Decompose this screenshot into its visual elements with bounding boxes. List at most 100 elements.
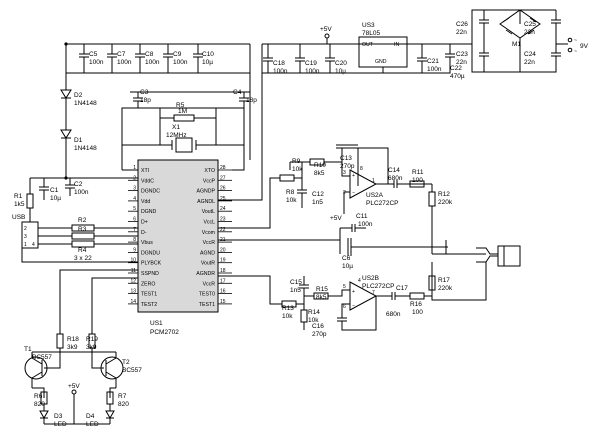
t1-ref: T1 [24,346,32,353]
rectifier-m1: M1 C26 22n C25 22n C23 22n C24 22n ~ ~ 9… [450,9,589,73]
ic-pin-number: 7 [133,227,136,233]
r11-ref: R11 [412,169,424,176]
ic-pin-number: 18 [220,268,226,274]
us2b-pin-minus: 6 [343,304,346,310]
regulator-us3: US3 78L05 OUT IN GND [358,22,408,73]
r9-val: 10k [292,166,303,173]
ic-pin-name: VccL [203,220,215,226]
ic-pin-number: 25 [220,196,226,202]
ic-pin-number: 8 [133,237,136,243]
r13-val: 10k [282,313,293,320]
r9-ref: R9 [292,158,301,165]
ic-pin-number: 17 [220,278,226,284]
ic-pin-name: AGNDP [197,189,216,195]
c1-val: 10µ [50,195,61,202]
ic-right-pins: 28XTO27VccP26AGNDP25AGNDL24VoutL23VccL22… [196,165,232,308]
vcc-down-wire-2 [218,44,263,201]
c11-val: 100n [358,221,373,228]
c21-ref: C21 [427,58,439,65]
m1-label: M1 [512,41,521,48]
ic-pin-name: DGND [141,209,157,215]
c17-ref: C17 [396,285,408,292]
r1-ref: R1 [14,193,23,200]
us3-in: IN [394,42,399,48]
r2-ref: R2 [78,217,87,224]
ic-pin-name: VccP [203,178,216,184]
c4-val: 18p [246,97,257,104]
c9-ref: C9 [173,51,182,58]
r14-ref: R14 [308,309,320,316]
ic-pin-number: 9 [133,247,136,253]
r5-val: 1M [178,108,187,115]
us3-ref: US3 [362,22,375,29]
r7-val: 820 [118,401,129,408]
ic-pin-number: 11 [131,268,136,274]
c9-val: 100n [173,59,188,66]
c16-ref: C16 [312,323,324,330]
ic-pin-number: 13 [130,289,136,295]
supply-top: +5V [320,26,332,44]
cap-c20: C20 10µ [325,44,347,75]
us2b-minus: − [352,303,355,309]
usb-connector: USB 2 3 1 4 R2 R3 R4 3 x 22 [12,214,138,263]
us2a-pin-v: 8 [360,166,363,172]
c7-val: 100n [117,59,132,66]
c23-ref: C23 [456,51,468,58]
ic-pin-name: TEST1 [199,302,215,308]
ic-pin-name: XTI [141,168,149,174]
us1-ref: US1 [150,320,163,327]
c24-val: 22n [524,59,535,66]
c2-ref: C2 [74,181,83,188]
r3-ref: R3 [78,226,87,233]
r19-val: 3k9 [86,344,97,351]
ic-pin-number: 19 [220,258,226,264]
x1-ref: X1 [172,124,180,131]
ic-pin-name: D- [141,230,147,236]
ic-pin-number: 4 [133,196,136,202]
ic-pin-name: DGNDC [141,189,160,195]
ic-pin-number: 10 [130,258,136,264]
ic-pin-number: 27 [220,175,226,181]
ic-pin-name: Vcom [202,230,215,236]
c20-val: 10µ [335,68,346,75]
usb-pin-d: 4 [32,242,35,248]
r13-ref: R13 [282,305,294,312]
ic-pin-name: AGNDR [196,271,215,277]
us3-out: OUT [362,42,374,48]
r19-ref: R19 [86,336,98,343]
ic-pin-name: Vbus [141,240,153,246]
ic-pin-number: 22 [220,227,226,233]
led-supply: +5V [32,351,116,425]
c22-ref: C22 [450,65,462,72]
ic-pin-number: 5 [133,206,136,212]
c24-ref: C24 [524,51,536,58]
c23-val: 22n [456,59,467,66]
c14-ref: C14 [388,167,400,174]
d4-ref: D4 [86,413,95,420]
c18-ref: C18 [273,60,285,67]
us2a-plus: + [352,173,355,179]
r16-val: 100 [412,309,423,316]
c12-val: 1n5 [312,199,323,206]
us3-gnd: GND [375,59,387,65]
cap-c7: C7 100n [107,44,132,73]
t2-val: BC557 [122,367,142,374]
c17-val: 680n [386,311,401,318]
usb-label: USB [12,214,25,221]
power-label: 9V [580,43,589,50]
c5-val: 100n [89,59,104,66]
r8-ref: R8 [286,189,295,196]
r15-ref: R15 [316,286,328,293]
ic-pin-number: 12 [130,278,136,284]
c8-val: 100n [145,59,160,66]
us2a-part: PLC272CP [366,200,399,207]
ic-pin-number: 6 [133,217,136,223]
ic-pin-name: TEST0 [199,292,215,298]
r18-ref: R18 [67,336,79,343]
ic-pin-name: AGNDL [197,199,215,205]
us2a-pin-out: 1 [372,178,375,184]
r15-val: 8k5 [316,294,327,301]
ic-pin-number: 3 [133,186,136,192]
